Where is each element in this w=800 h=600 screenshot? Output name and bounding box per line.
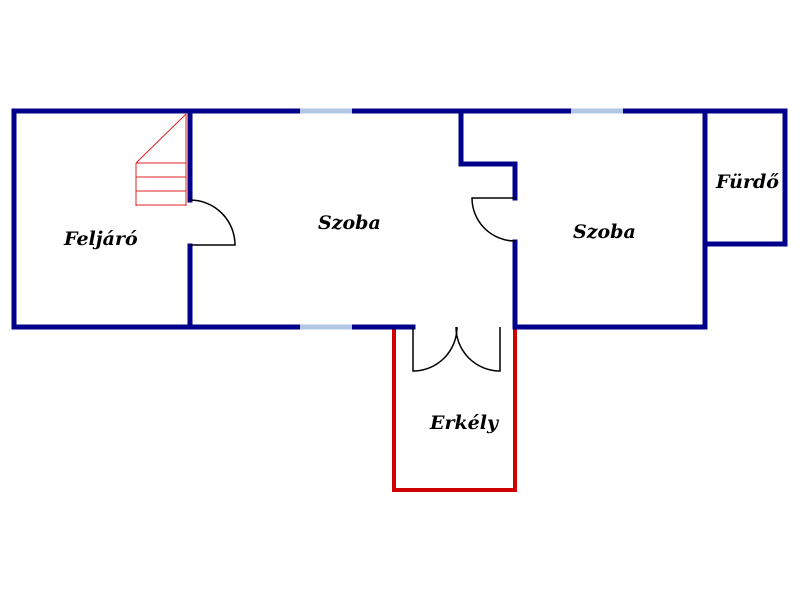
door-balcony-left bbox=[412, 326, 458, 372]
windows bbox=[300, 108, 623, 330]
door-balcony-right bbox=[455, 326, 501, 372]
room-label-feljaro: Feljáró bbox=[63, 228, 138, 250]
stairs-icon bbox=[135, 113, 187, 206]
balcony-outline bbox=[392, 328, 517, 492]
room-label-szoba-right: Szoba bbox=[573, 221, 636, 243]
walls bbox=[11, 108, 788, 330]
wall-bathroom bbox=[702, 108, 788, 247]
room-label-erkely: Erkély bbox=[429, 412, 500, 434]
door-left bbox=[189, 199, 236, 246]
wall-partition-middle bbox=[458, 108, 518, 201]
room-label-furdo: Fürdő bbox=[715, 171, 779, 193]
door-middle bbox=[471, 197, 516, 242]
room-label-szoba-left: Szoba bbox=[318, 212, 381, 234]
doors bbox=[189, 197, 516, 372]
